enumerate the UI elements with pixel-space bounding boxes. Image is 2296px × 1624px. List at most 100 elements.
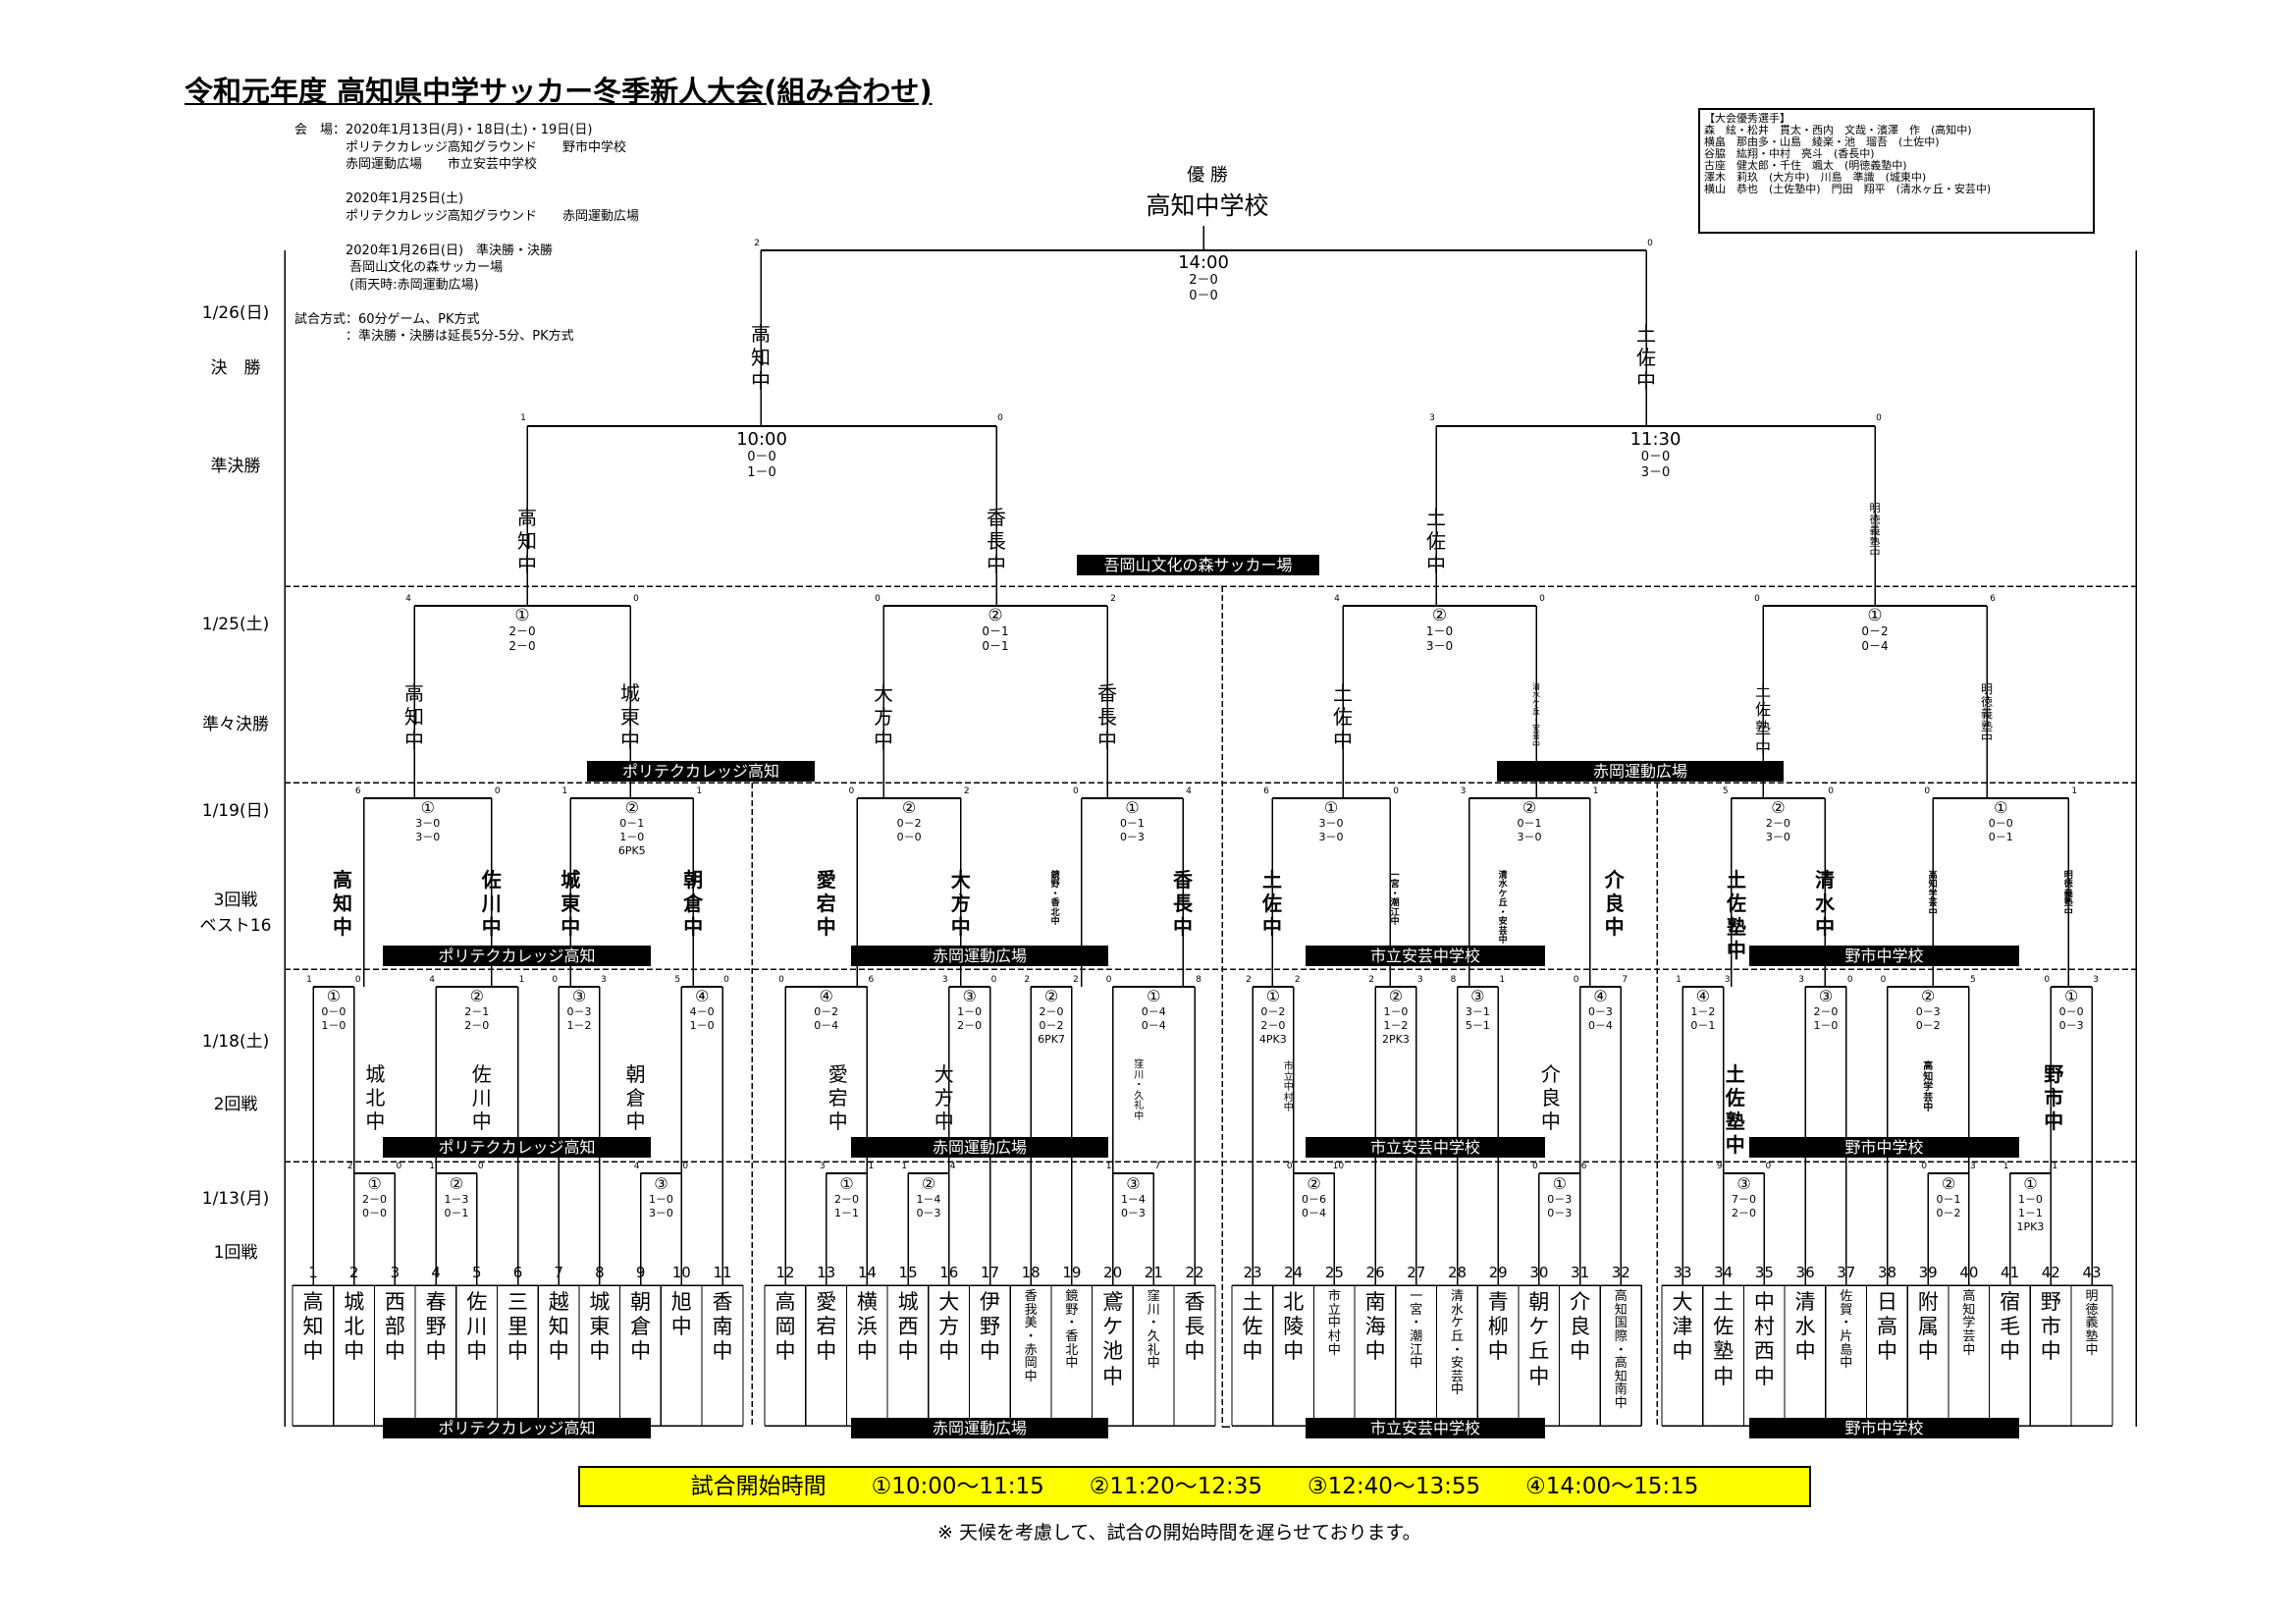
team-name: 青柳中 [1487,1290,1509,1364]
team-number: 28 [1447,1264,1468,1281]
quarterfinal-winner: 清水ケ丘・安芸中 [1532,682,1540,749]
goal-count: 4 [429,975,435,985]
team-name: 高知学芸中 [1962,1289,1976,1358]
team-name: 春野中 [425,1290,447,1364]
team-name: 高岡中 [774,1290,796,1364]
team-name: 野市中 [2040,1290,2061,1364]
team-number: 39 [1918,1264,1938,1281]
goal-count: 1 [2002,1162,2009,1171]
goal-count: 0 [1921,1162,1928,1171]
goal-count: 0 [1532,1162,1538,1171]
goal-count: 4 [949,1162,956,1171]
team-number: 14 [857,1264,877,1281]
goal-count: 0 [1073,786,1079,796]
team-name: 佐川中 [466,1290,488,1364]
goal-count: 6 [1263,786,1269,796]
venue-r1: 野市中学校 [1749,1418,2019,1438]
team-number: 9 [635,1264,646,1281]
quarterfinal-winner: 大方中 [874,681,893,752]
goal-count: 4 [405,594,411,604]
goal-count: 2 [1073,975,1079,985]
goal-count: 3 [1724,975,1731,985]
goal-count: 0 [1393,786,1399,796]
goal-count: 0 [354,975,361,985]
team-name: 大津中 [1672,1290,1693,1364]
team-number: 17 [980,1264,1000,1281]
row-date: 1/18(土) [201,1032,270,1052]
goal-count: 7 [1154,1162,1161,1171]
venue-r3: ポリテクカレッジ高知 [383,946,651,966]
goal-count: 0 [1647,239,1653,248]
venue-r3: 市立安芸中学校 [1306,946,1545,966]
goal-count: 2 [754,239,760,248]
round2-winner: 城北中 [365,1062,386,1133]
team-number: 33 [1673,1264,1692,1281]
goal-count: 1 [1592,786,1599,796]
venue-info: 会 場：2020年1月13日(月)・18日(土)・19日(日) ポリテクカレッジ… [294,123,640,344]
team-name: 城北中 [344,1290,365,1364]
team-name: 介良中 [1570,1290,1591,1364]
round3-winner: 清水中 [1815,868,1836,939]
quarterfinal-winner: 土佐中 [1333,681,1353,752]
team-number: 13 [817,1264,836,1281]
round3-winner: 高知学芸中 [1928,871,1938,918]
round2-winner: 介良中 [1540,1062,1561,1133]
team-name: 横浜中 [856,1290,878,1364]
round2-winner: 市立中村中 [1283,1061,1294,1113]
goal-count: 2 [1024,975,1031,985]
team-name: 旭中 [670,1290,692,1339]
team-number: 35 [1754,1264,1774,1281]
goal-count: 1 [561,786,568,796]
team-name: 高知国際・高知南中 [1614,1289,1628,1412]
venue-final: 吾岡山文化の森サッカー場 [1077,555,1319,575]
winner-label: 優 勝 [1187,165,1228,186]
round3-winner: 清水ケ丘・安芸中 [1498,871,1508,947]
row-date: 1/13(月) [201,1189,270,1209]
venue-akaoka-qf: 赤岡運動広場 [1497,761,1784,782]
goal-count: 1 [1499,975,1506,985]
goal-count: 0 [477,1162,484,1171]
round3-winner: 介良中 [1604,868,1625,939]
goal-count: 2 [963,786,970,796]
team-number: 12 [775,1264,795,1281]
team-number: 3 [390,1264,400,1281]
round3-winner: 大方中 [950,868,971,939]
goal-count: 0 [875,594,881,604]
row-round: 準決勝 [210,457,261,476]
round2-winner: 愛宕中 [828,1062,848,1133]
round2-winner: 佐川中 [471,1062,492,1133]
weather-note: ※ 天候を考慮して、試合の開始時間を遅らせております。 [937,1522,1421,1543]
team-number: 7 [554,1264,563,1281]
final-team: 高知中 [751,322,771,393]
team-name: 市立中村中 [1327,1289,1341,1358]
goal-count: 0 [778,975,784,985]
team-name: 大方中 [938,1290,960,1364]
quarterfinal-winner: 明徳義塾中 [1980,682,1993,746]
team-number: 32 [1611,1264,1630,1281]
goal-count: 0 [1880,975,1887,985]
goal-count: 3 [601,975,607,985]
team-name: 鳶ケ池中 [1102,1290,1124,1388]
team-number: 10 [671,1264,691,1281]
goal-count: 3 [1970,1162,1976,1171]
awards-box: 【大会優秀選手】 森 絃・松井 貫太・西内 文哉・濱澤 作 (高知中) 横畠 那… [1698,108,2095,234]
goal-count: 1 [520,413,526,423]
round3-winner: 高知中 [333,868,352,939]
round3-winner: 一宮・潮江中 [1390,871,1400,928]
goal-count: 0 [682,1162,689,1171]
goal-count: 6 [1990,594,1996,604]
team-number: 24 [1284,1264,1304,1281]
